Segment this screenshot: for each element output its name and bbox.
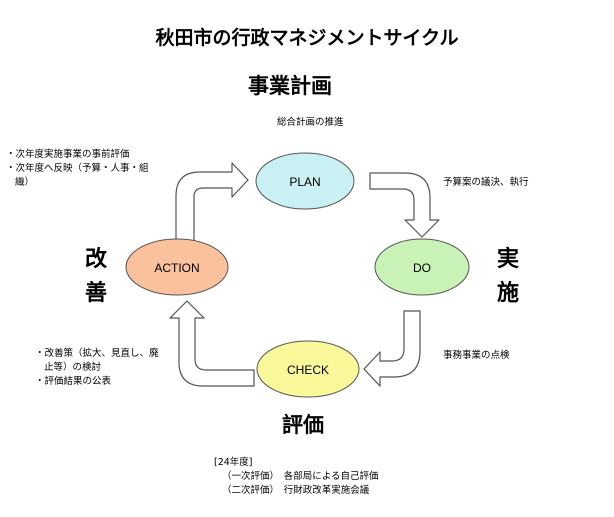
diagram-title: 秋田市の行政マネジメントサイクル xyxy=(155,27,459,49)
note-line: ・次年度へ反映（予算・人事・組 xyxy=(6,163,149,174)
action-heading: 改善 xyxy=(84,247,107,306)
note-line: ・次年度実施事業の事前評価 xyxy=(6,149,130,160)
note-line: 止等）の検討 xyxy=(44,362,102,373)
action-node-label: ACTION xyxy=(154,261,199,275)
action-left-notes: ・改善策（拡大、見直し、廃 止等）の検討 ・評価結果の公表 xyxy=(35,347,159,389)
plan-left-notes: ・次年度実施事業の事前評価 ・次年度へ反映（予算・人事・組 織） xyxy=(6,148,149,190)
arrow-plan-to-do xyxy=(369,172,440,238)
check-node-label: CHECK xyxy=(287,363,329,377)
arrow-action-to-plan xyxy=(175,162,249,246)
footer-line: （一次評価） 各部局による自己評価 xyxy=(222,471,379,482)
do-node xyxy=(374,238,470,296)
note-line: ・評価結果の公表 xyxy=(35,376,112,387)
do-node-label: DO xyxy=(413,261,431,275)
plan-node-label: PLAN xyxy=(289,175,320,189)
check-note: 事務事業の点検 xyxy=(443,350,510,361)
check-node xyxy=(256,340,360,398)
footer-line: （二次評価） 行財政改革実施会議 xyxy=(222,485,370,496)
note-line: ・改善策（拡大、見直し、廃 xyxy=(35,348,159,359)
action-node xyxy=(125,238,229,296)
do-note: 予算案の議決、執行 xyxy=(443,177,529,188)
note-line: 織） xyxy=(15,177,35,188)
arrow-check-to-action xyxy=(169,300,255,387)
footer-year: [24年度] xyxy=(214,457,253,468)
plan-subtitle: 総合計画の推進 xyxy=(277,117,344,128)
arrow-do-to-check xyxy=(363,310,421,387)
plan-node xyxy=(255,152,355,210)
plan-heading: 事業計画 xyxy=(248,74,332,98)
footer: [24年度] （一次評価） 各部局による自己評価 （二次評価） 行財政改革実施会… xyxy=(214,456,378,498)
do-heading: 実施 xyxy=(496,247,519,306)
check-heading: 評価 xyxy=(282,413,324,437)
